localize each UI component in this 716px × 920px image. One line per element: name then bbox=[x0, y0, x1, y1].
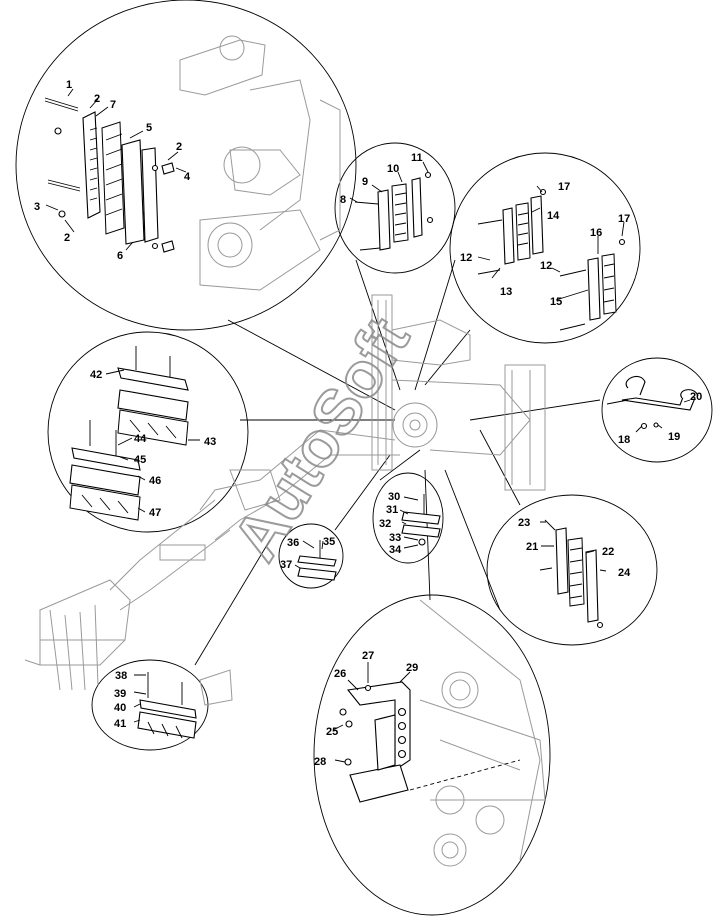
detail-bottom-parts bbox=[332, 599, 546, 867]
detail-circles bbox=[15, 0, 713, 916]
detail-circle-top-center bbox=[334, 142, 456, 274]
callout-41: 41 bbox=[114, 718, 126, 730]
callout-17: 17 bbox=[558, 181, 570, 193]
callout-35: 35 bbox=[323, 536, 335, 548]
callout-2: 2 bbox=[94, 93, 100, 105]
callout-20: 20 bbox=[690, 391, 702, 403]
callout-18: 18 bbox=[618, 434, 630, 446]
detail-circle-small-mid bbox=[278, 523, 344, 589]
callout-26: 26 bbox=[334, 668, 346, 680]
callout-16: 16 bbox=[590, 227, 602, 239]
detail-circle-top-right bbox=[449, 152, 641, 344]
detail-circle-right bbox=[486, 494, 658, 646]
callout-27: 27 bbox=[362, 650, 374, 662]
callout-15: 15 bbox=[550, 296, 562, 308]
callout-42: 42 bbox=[90, 369, 102, 381]
callout-6: 6 bbox=[117, 250, 123, 262]
callout-10: 10 bbox=[387, 163, 399, 175]
callout-43: 43 bbox=[204, 436, 216, 448]
detail-circle-bottom bbox=[313, 594, 551, 916]
callout-36: 36 bbox=[287, 537, 299, 549]
callout-25: 25 bbox=[326, 726, 338, 738]
detail-left-parts bbox=[69, 346, 200, 521]
callout-11: 11 bbox=[411, 152, 423, 164]
callout-46: 46 bbox=[149, 475, 161, 487]
callout-2-c: 2 bbox=[64, 232, 70, 244]
detail-bracket-parts bbox=[399, 494, 441, 549]
callout-7: 7 bbox=[110, 99, 116, 111]
callout-12-b: 12 bbox=[540, 260, 552, 272]
callout-5: 5 bbox=[146, 122, 152, 134]
detail-bottom-left-parts bbox=[133, 669, 233, 739]
callout-30: 30 bbox=[388, 491, 400, 503]
callout-8: 8 bbox=[340, 194, 346, 206]
detail-right-parts bbox=[539, 519, 607, 629]
detail-top-left-parts bbox=[44, 35, 341, 291]
callout-38: 38 bbox=[115, 670, 127, 682]
callout-22: 22 bbox=[602, 546, 614, 558]
callout-2-b: 2 bbox=[176, 141, 182, 153]
callout-31: 31 bbox=[386, 504, 398, 516]
callout-39: 39 bbox=[114, 688, 126, 700]
callout-29: 29 bbox=[406, 662, 418, 674]
callout-40: 40 bbox=[114, 702, 126, 714]
detail-small-mid-parts bbox=[294, 540, 337, 581]
detail-far-right-parts bbox=[606, 375, 699, 433]
detail-circle-left bbox=[47, 331, 249, 533]
callout-19: 19 bbox=[668, 431, 680, 443]
callout-37: 37 bbox=[280, 559, 292, 571]
detail-top-right-parts bbox=[477, 185, 626, 331]
detail-leader-lines bbox=[194, 259, 601, 666]
callout-17-b: 17 bbox=[618, 213, 630, 225]
callout-labels: 1 2 2 2 3 4 5 6 7 8 9 10 11 12 12 13 14 … bbox=[34, 79, 702, 768]
callout-3: 3 bbox=[34, 201, 40, 213]
callout-12: 12 bbox=[460, 252, 472, 264]
detail-top-center-parts bbox=[349, 161, 434, 251]
callout-28: 28 bbox=[314, 756, 326, 768]
callout-13: 13 bbox=[500, 286, 512, 298]
detail-circle-bracket bbox=[372, 472, 444, 564]
detail-circle-top-left bbox=[15, 0, 357, 331]
callout-34: 34 bbox=[389, 544, 402, 556]
callout-23: 23 bbox=[518, 517, 530, 529]
callout-47: 47 bbox=[149, 507, 161, 519]
callout-14: 14 bbox=[547, 210, 560, 222]
detail-circle-bottom-left bbox=[91, 659, 209, 751]
callout-21: 21 bbox=[526, 541, 538, 553]
detail-circle-far-right bbox=[601, 357, 713, 463]
callout-4: 4 bbox=[184, 171, 191, 183]
callout-33: 33 bbox=[389, 532, 401, 544]
callout-24: 24 bbox=[618, 567, 631, 579]
callout-44: 44 bbox=[134, 433, 147, 445]
machine-illustration bbox=[24, 294, 546, 691]
callout-32: 32 bbox=[379, 518, 391, 530]
callout-45: 45 bbox=[134, 454, 146, 466]
callout-9: 9 bbox=[362, 176, 368, 188]
callout-1: 1 bbox=[66, 79, 72, 91]
